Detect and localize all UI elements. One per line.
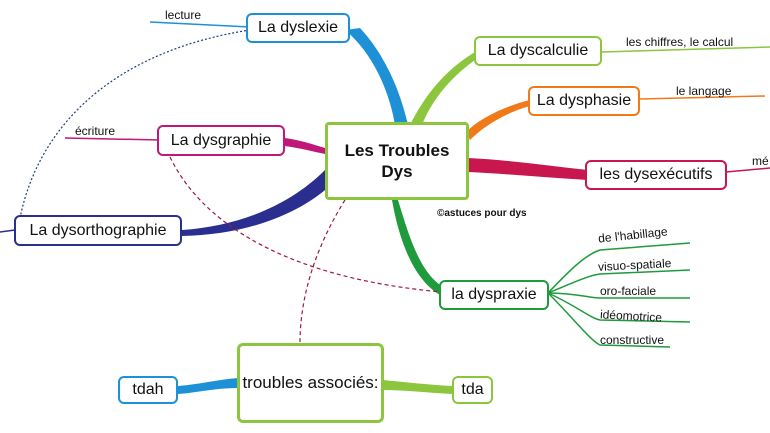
branch-dyscalculie xyxy=(410,52,475,125)
node-dysgraphie[interactable]: La dysgraphie xyxy=(157,125,285,156)
node-dyspraxie[interactable]: la dyspraxie xyxy=(439,280,549,310)
branch-dysgraphie xyxy=(285,138,325,154)
copyright-text: ©astuces pour dys xyxy=(437,208,527,219)
central-title-line2: Dys xyxy=(381,162,413,181)
branch-tda xyxy=(383,380,452,394)
central-node[interactable]: Les Troubles Dys xyxy=(325,122,469,200)
node-tdah[interactable]: tdah xyxy=(118,376,178,404)
branch-dyslexie xyxy=(345,28,408,125)
node-dysorthographie[interactable]: La dysorthographie xyxy=(14,215,182,246)
node-dysphasie[interactable]: La dysphasie xyxy=(528,86,640,116)
branch-dysexecutifs xyxy=(468,158,588,180)
node-troubles-associes[interactable]: troubles associés: xyxy=(237,343,384,423)
branch-dysorthographie xyxy=(182,170,325,236)
branch-dysphasie xyxy=(466,100,530,140)
label-langage: le langage xyxy=(676,84,732,98)
label-chiffres: les chiffres, le calcul xyxy=(626,35,734,49)
node-dysexecutifs[interactable]: les dysexécutifs xyxy=(585,160,727,190)
dyspraxie-fan xyxy=(547,242,691,348)
arc-dyslexie-dysorthographie xyxy=(19,29,251,219)
label-dysexecutifs-cut: mé xyxy=(752,154,769,168)
label-oro-faciale: oro-faciale xyxy=(600,284,657,298)
label-lecture: lecture xyxy=(165,8,202,22)
label-ecriture: écriture xyxy=(75,124,116,138)
node-dyslexie[interactable]: La dyslexie xyxy=(246,13,350,43)
line-dysorthographie-left xyxy=(0,229,16,233)
central-title-line1: Les Troubles xyxy=(344,141,450,160)
line-ecriture xyxy=(64,137,161,141)
node-tda[interactable]: tda xyxy=(452,376,493,404)
branch-dyspraxie xyxy=(392,200,440,295)
line-dysexecutifs xyxy=(725,167,770,173)
line-lecture xyxy=(149,21,251,28)
arc-center-associes xyxy=(299,199,346,344)
branch-tdah xyxy=(178,378,238,394)
label-constructive: constructive xyxy=(600,333,665,347)
line-chiffres xyxy=(601,46,770,53)
line-langage xyxy=(639,95,766,100)
node-dyscalculie[interactable]: La dyscalculie xyxy=(474,36,602,66)
